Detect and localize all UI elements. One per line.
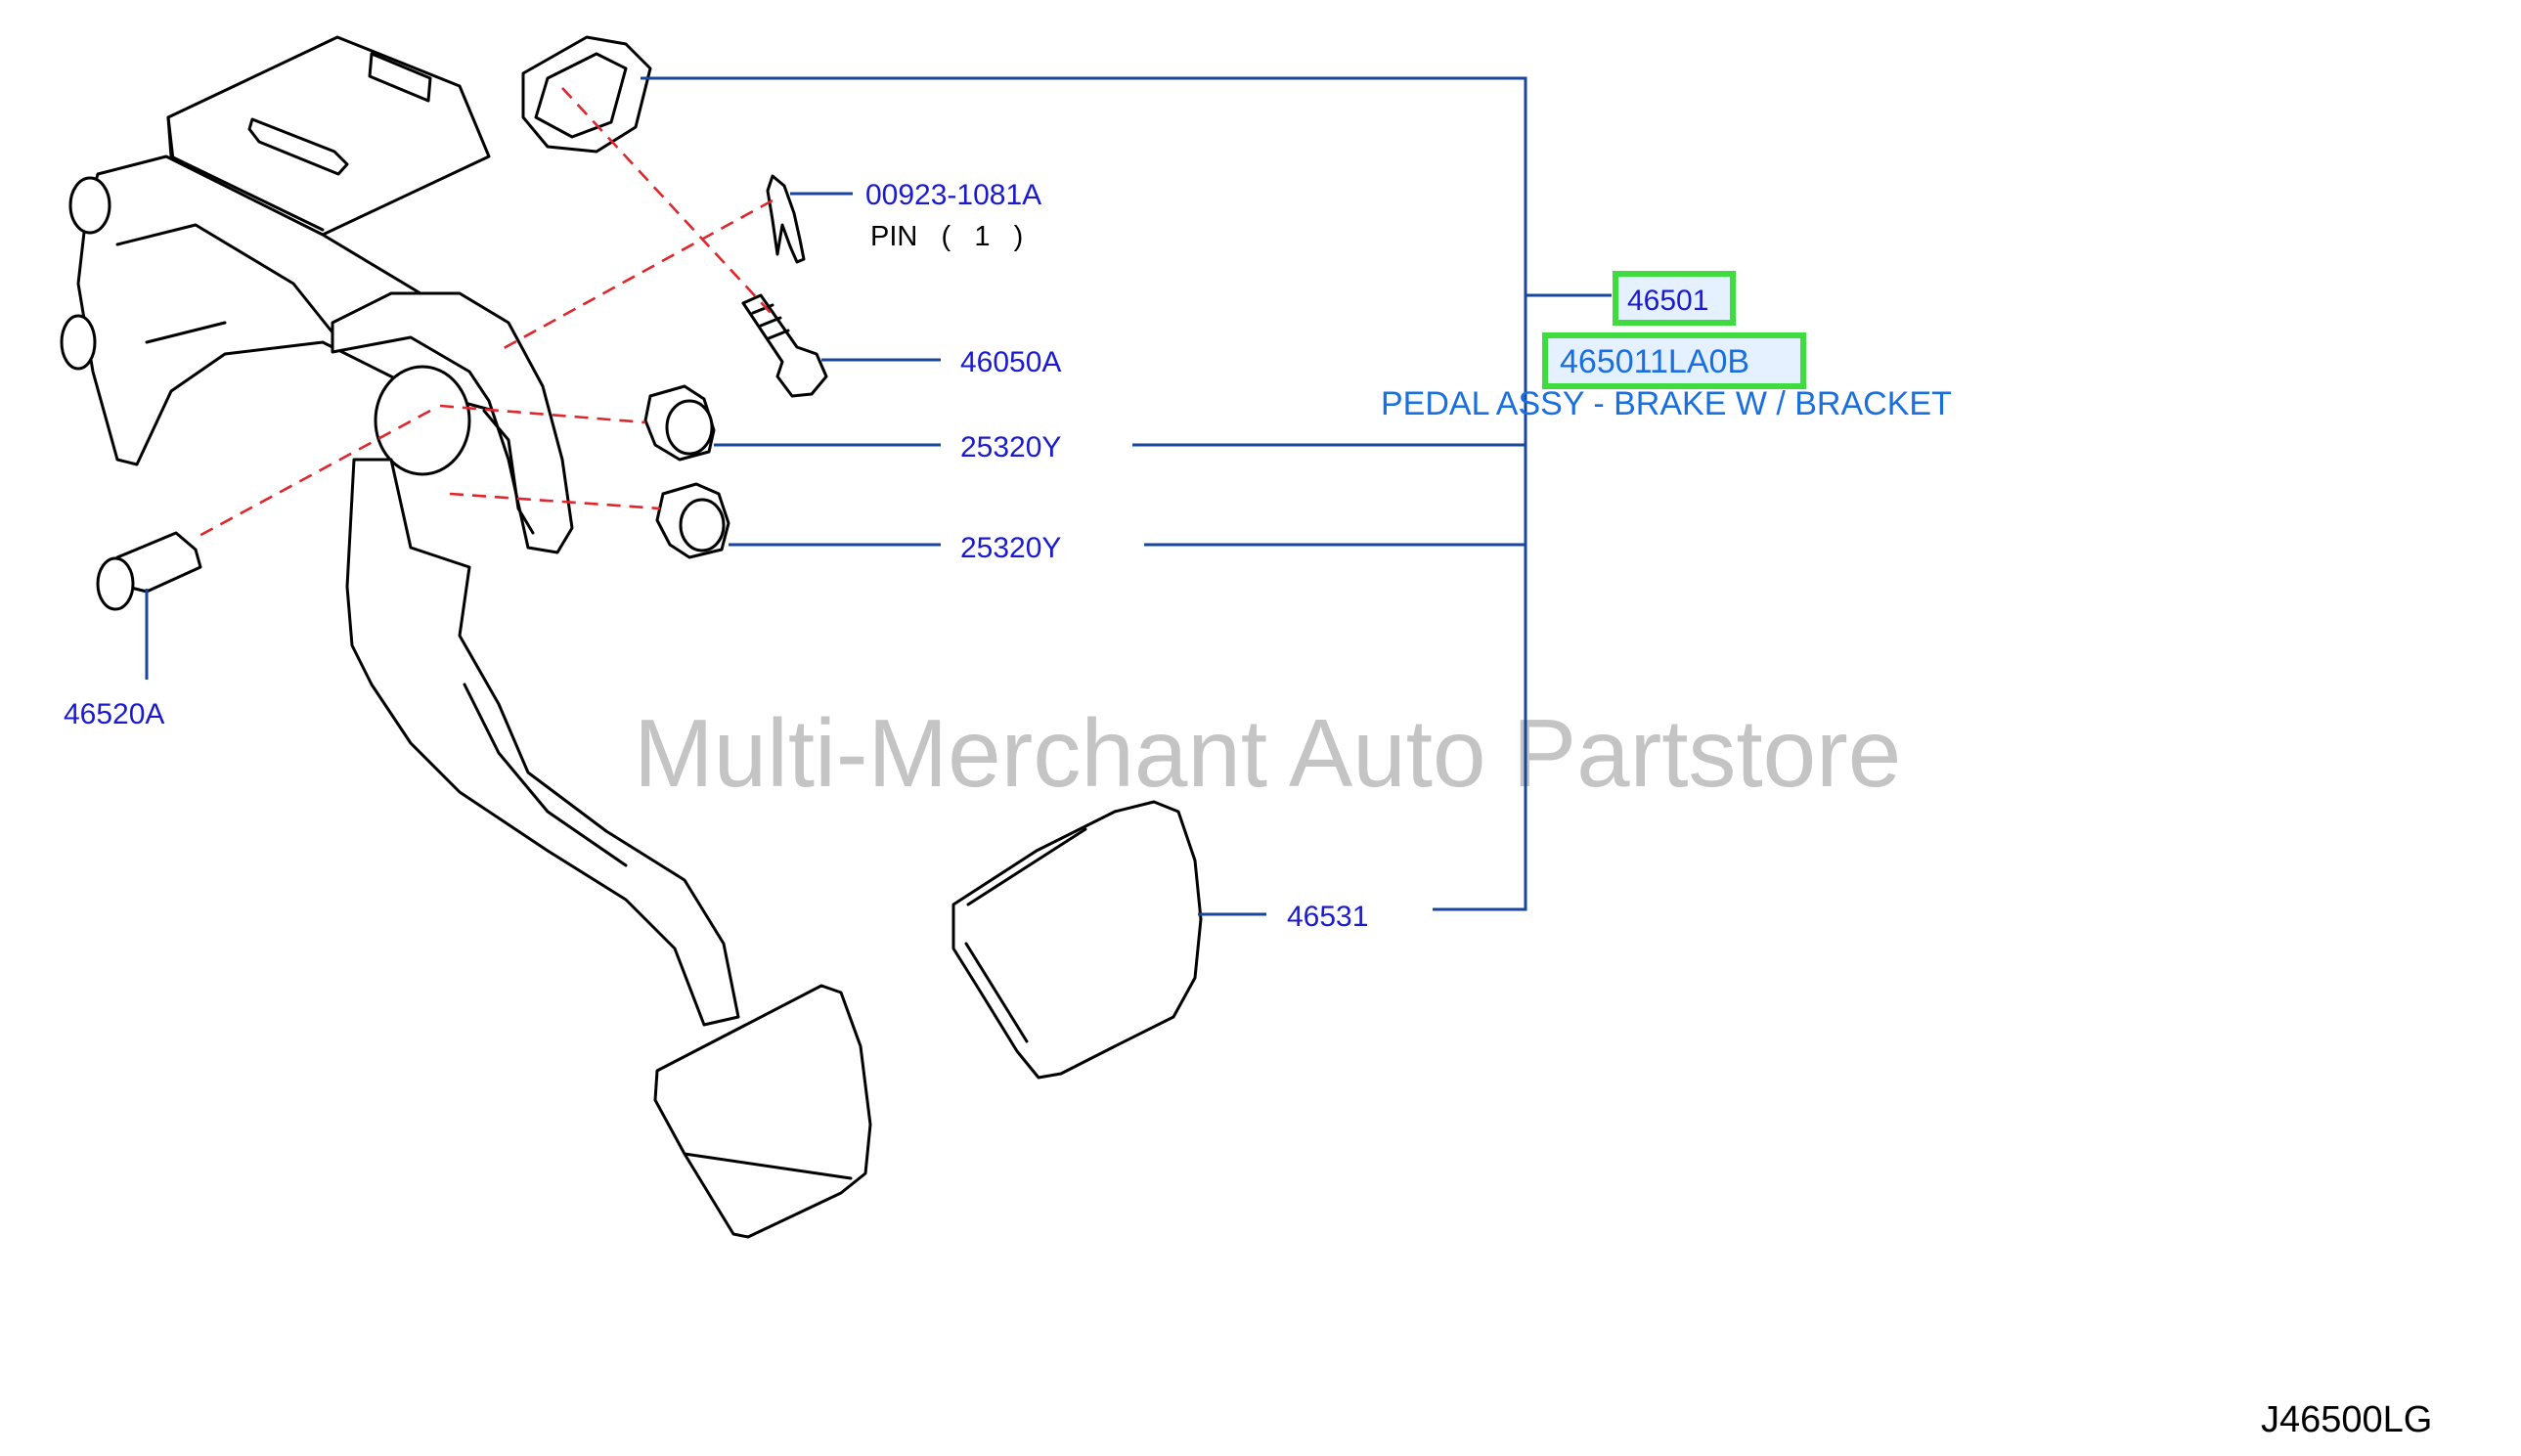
assembly-oem-number[interactable]: 465011LA0B bbox=[1560, 343, 1749, 380]
bolt-46050a-drawing bbox=[741, 293, 828, 398]
part-note-pin: PIN ( 1 ) bbox=[870, 221, 1023, 252]
part-label-46050a[interactable]: 46050A bbox=[960, 346, 1061, 378]
highlight-box-oem-number bbox=[1542, 332, 1806, 389]
pedal-pad-46531-drawing bbox=[951, 800, 1203, 1080]
bolt-46520a-drawing bbox=[96, 531, 202, 611]
part-label-25320y-upper[interactable]: 25320Y bbox=[960, 431, 1061, 463]
part-label-46520a[interactable]: 46520A bbox=[64, 698, 164, 730]
leader-lines bbox=[145, 76, 1612, 916]
part-label-25320y-lower[interactable]: 25320Y bbox=[960, 532, 1061, 564]
alignment-guides bbox=[195, 87, 774, 540]
part-label-00923-1081a[interactable]: 00923-1081A bbox=[865, 179, 1041, 211]
assembly-part-number[interactable]: 46501 bbox=[1627, 285, 1708, 317]
diagram-code: J46500LG bbox=[2261, 1399, 2432, 1440]
pedal-bracket-drawing bbox=[60, 35, 872, 1239]
bushing-upper-drawing bbox=[643, 384, 716, 462]
watermark-text: Multi-Merchant Auto Partstore bbox=[634, 699, 1901, 807]
clip-pin-drawing bbox=[766, 174, 806, 264]
assembly-description: PEDAL ASSY - BRAKE W / BRACKET bbox=[1381, 385, 1952, 422]
bushing-lower-drawing bbox=[655, 482, 730, 559]
part-label-46531[interactable]: 46531 bbox=[1287, 901, 1368, 933]
highlight-box-46501 bbox=[1613, 271, 1736, 326]
